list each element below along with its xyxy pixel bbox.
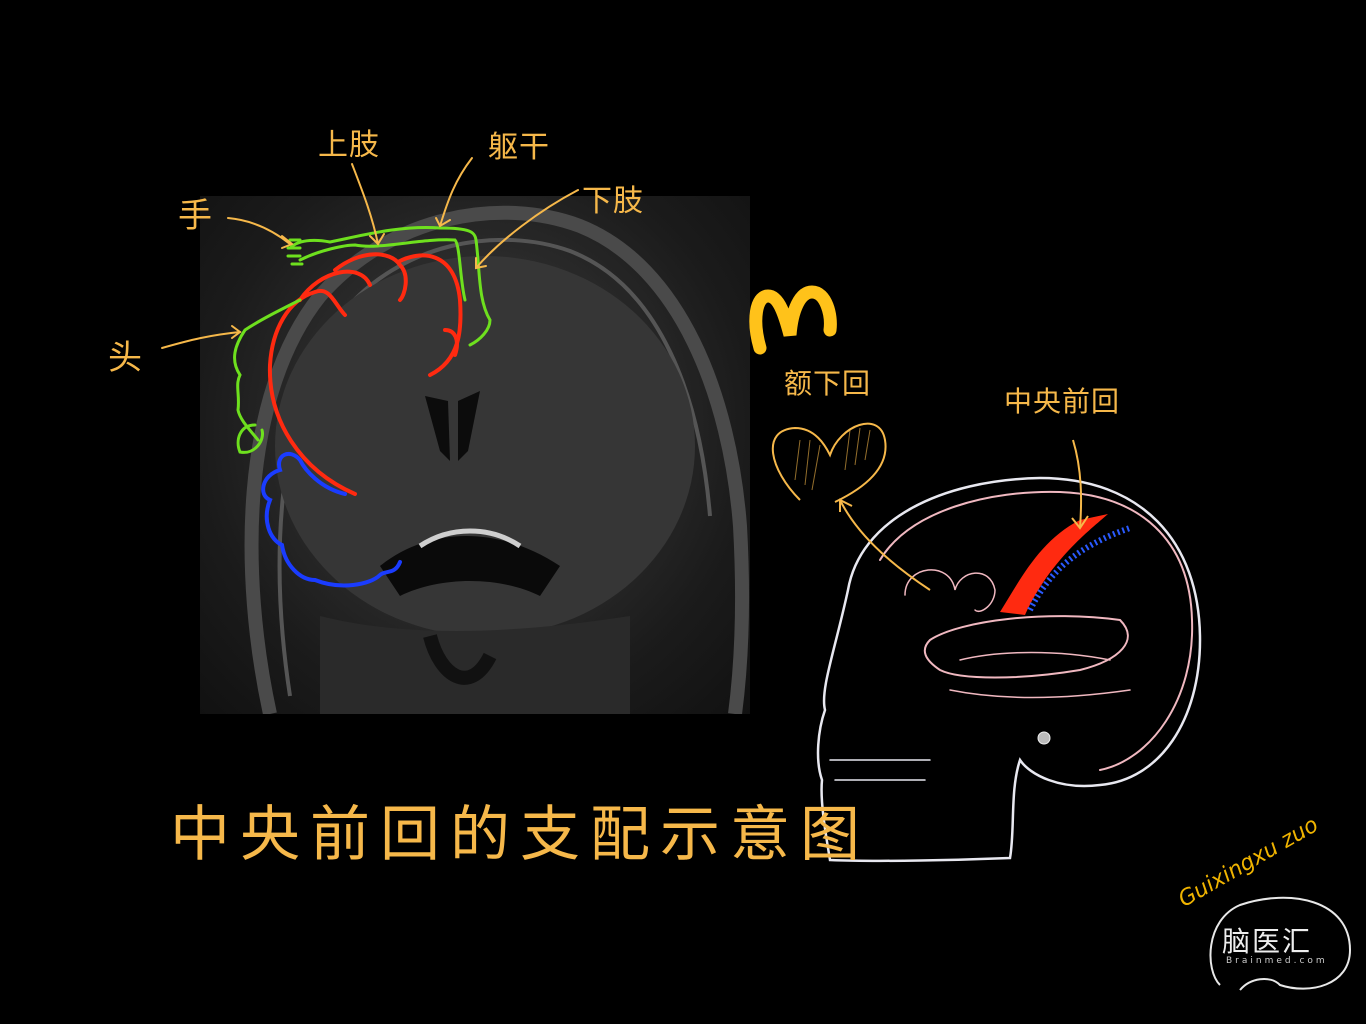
figure-title: 中央前回的支配示意图 [170,800,870,870]
watermark-domain: Brainmed.com [1226,956,1328,966]
label-inferior-frontal-gyrus: 额下回 [784,367,872,400]
watermark-brand: 脑医汇 [1222,925,1313,958]
label-precentral-gyrus: 中央前回 [1004,385,1121,418]
label-hand: 手 [178,196,213,236]
label-trunk: 躯干 [488,130,550,165]
mri-coronal-image [200,196,750,714]
mri-anatomy-sketch [244,205,750,714]
label-head: 头 [108,338,143,378]
label-upper-limb: 上肢 [318,128,380,163]
label-lower-limb: 下肢 [582,184,644,219]
